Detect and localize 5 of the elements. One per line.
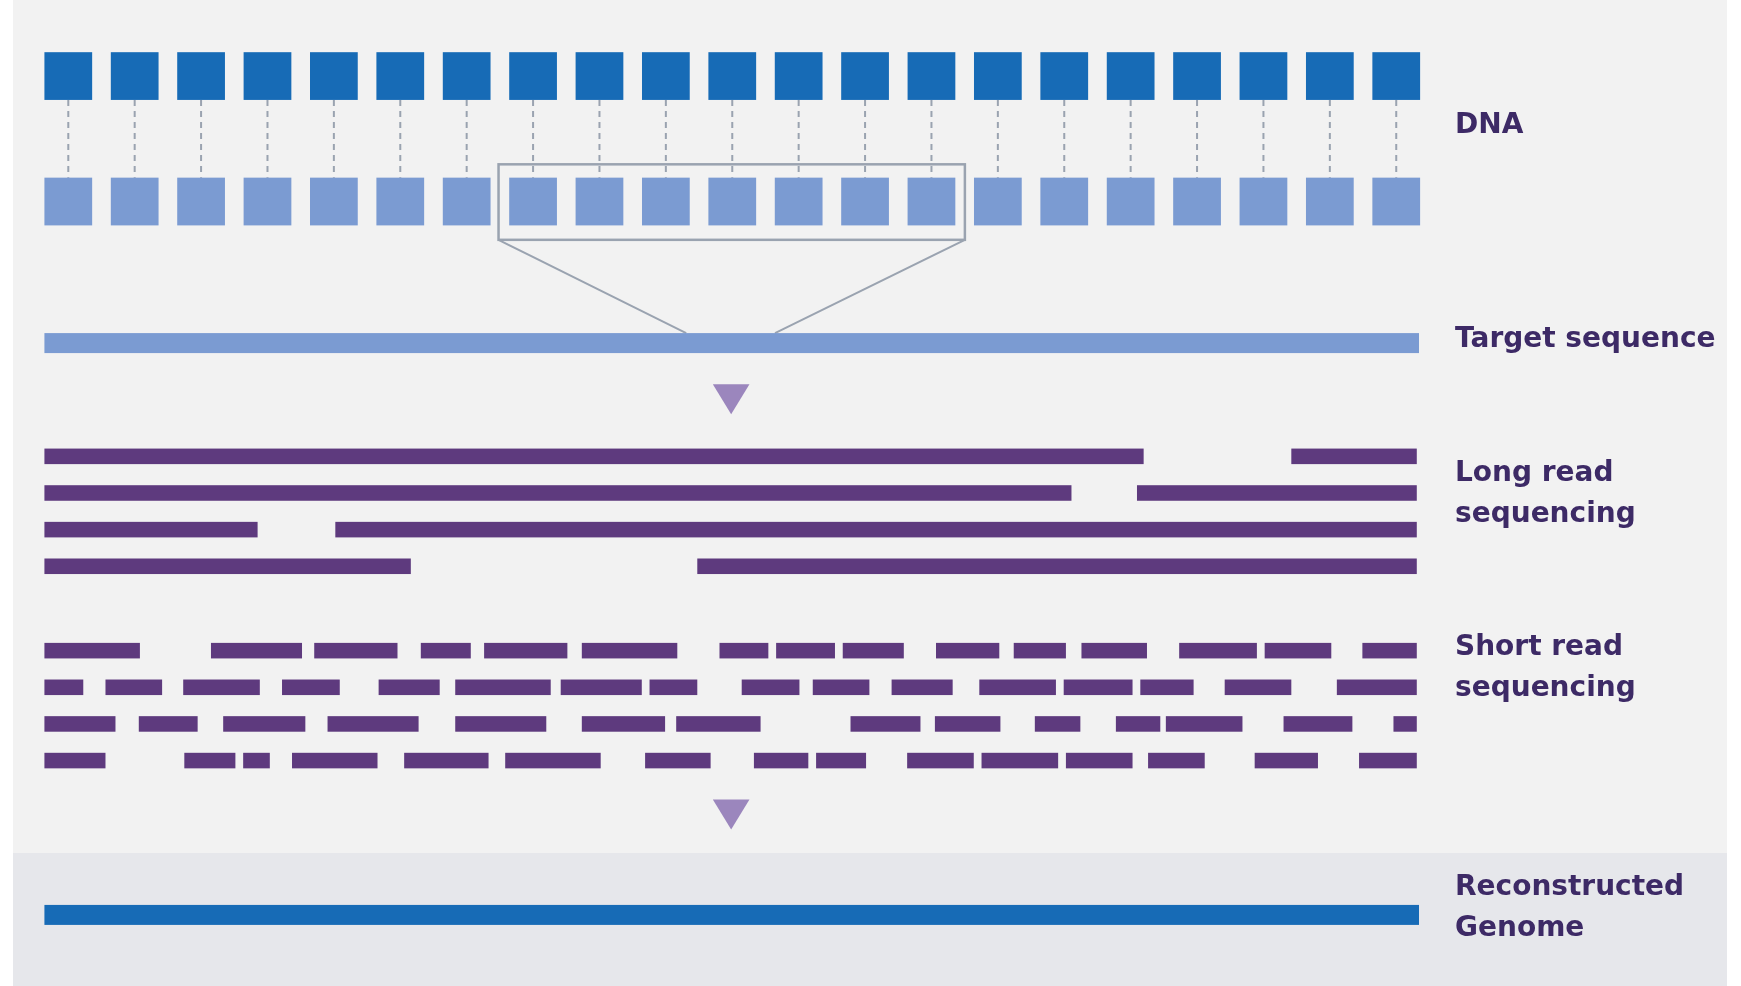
row-label: Short read sequencing [1455, 628, 1637, 705]
row-label: Target sequence [1455, 320, 1717, 356]
row-label: Long read sequencing [1455, 454, 1637, 531]
row-label: DNA [1455, 106, 1525, 142]
row-label: Reconstructed Genome [1455, 868, 1686, 945]
